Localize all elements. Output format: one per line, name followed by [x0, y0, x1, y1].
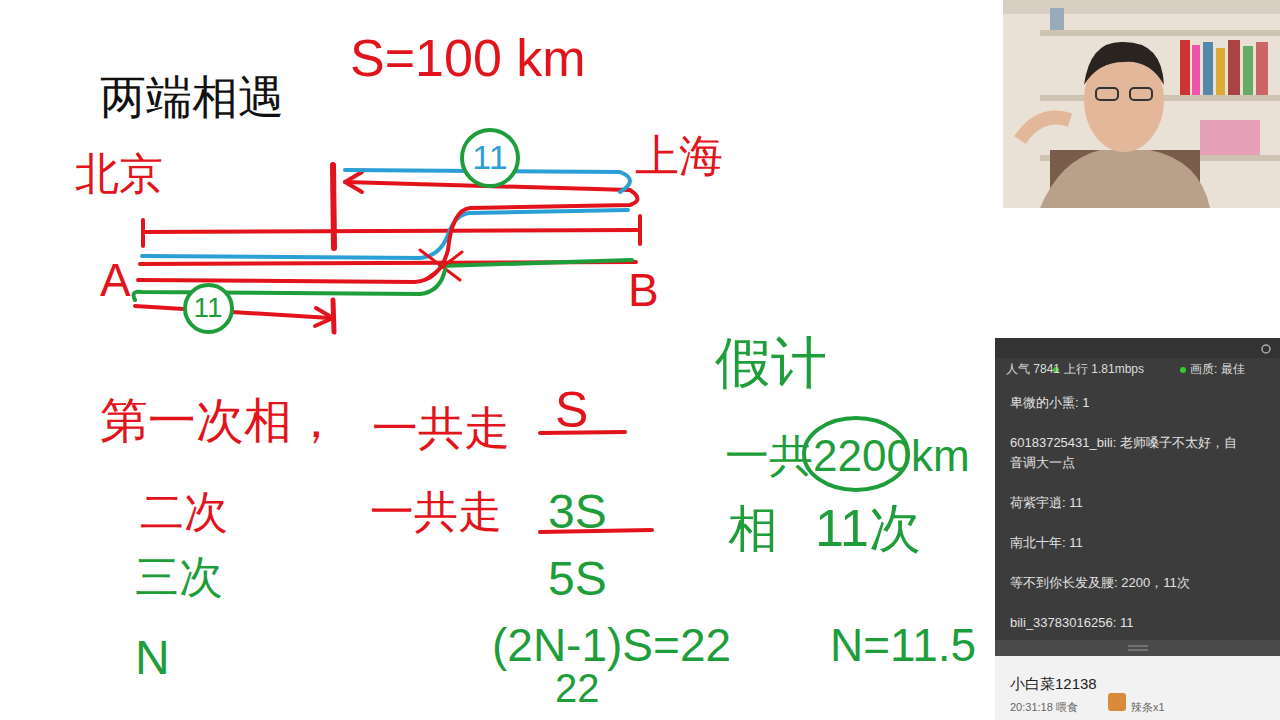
board-note: 三次 — [135, 553, 223, 601]
arrow-head — [315, 308, 333, 326]
board-note: 第一次相， — [100, 395, 340, 448]
board-note: 22 — [555, 666, 600, 710]
board-note: S=100 km — [350, 30, 586, 87]
board-note: 相 — [728, 502, 778, 557]
chat-text: 卑微的小熏: 1 — [1010, 396, 1089, 410]
distance-bracket — [143, 230, 640, 232]
board-note: N — [135, 632, 170, 685]
car-path — [142, 210, 628, 258]
board-note: 一共走 — [372, 403, 510, 454]
chat-text: 等不到你长发及腰: 2200，11次 — [1010, 576, 1190, 590]
circled-number: 11 — [459, 127, 521, 189]
chat-text: 小白菜12138 — [1010, 676, 1097, 693]
board-note: 假计 — [715, 332, 827, 394]
board-note: 3S — [548, 486, 607, 539]
car-path — [138, 182, 638, 282]
chat-text: 荷紫宇逍: 11 — [1010, 496, 1083, 510]
board-note: 5S — [548, 553, 607, 606]
board-note: 二次 — [140, 488, 228, 536]
board-note: 上海 — [635, 132, 723, 180]
chat-text: 上行 1.81mbps — [1064, 363, 1144, 376]
chat-text: 辣条x1 — [1131, 701, 1165, 713]
cross-mark — [420, 250, 462, 280]
circled-number: 11 — [182, 282, 235, 335]
board-note: (2N-1)S=22 — [492, 620, 731, 671]
arrow-head — [345, 172, 362, 192]
chat-text: 画质: 最佳 — [1190, 363, 1245, 376]
board-note: B — [628, 265, 659, 316]
car-path — [134, 270, 445, 300]
board-note: 一共走 — [370, 488, 502, 536]
chat-text: 音调大一点 — [1010, 456, 1075, 470]
chat-panel — [995, 338, 1280, 720]
car-path — [440, 260, 632, 266]
chat-text: 20:31:18 喂食 — [1010, 701, 1078, 713]
board-note: N=11.5 — [830, 620, 976, 671]
board-note: 一共2200km — [725, 432, 970, 480]
diagram-title: 两端相遇 — [100, 72, 284, 123]
bracket-ticks — [143, 216, 640, 246]
board-note: 11次 — [815, 500, 921, 557]
board-note: A — [100, 255, 131, 306]
chat-text: 60183725431_bili: 老师嗓子不太好，自 — [1010, 436, 1237, 450]
webcam-view — [1003, 0, 1280, 208]
meeting-mark — [333, 165, 334, 248]
chat-text: 人气 7841 — [1006, 363, 1060, 376]
chat-text: 南北十年: 11 — [1010, 536, 1083, 550]
circle-text: 11 — [472, 139, 507, 176]
board-note: S — [555, 383, 588, 438]
board-note: 北京 — [75, 150, 163, 198]
chat-text: bili_33783016256: 11 — [1010, 616, 1133, 630]
circle-text: 11 — [193, 293, 222, 324]
